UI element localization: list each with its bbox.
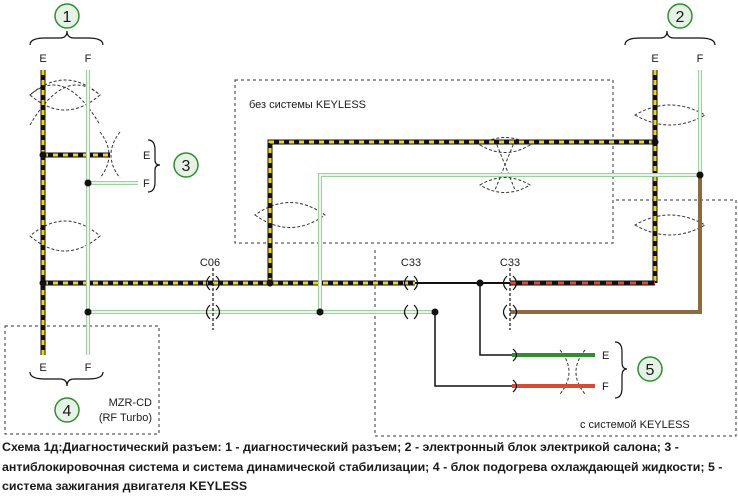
braces — [29, 30, 716, 399]
connector-symbols — [205, 268, 518, 393]
svg-text:3: 3 — [182, 158, 191, 175]
mzr-cd-label: MZR-CD — [109, 397, 152, 409]
callout-3: 3 — [173, 152, 199, 178]
keyless-branches — [434, 283, 512, 387]
callout-5: 5 — [637, 356, 663, 382]
connector-c33-label-1: C33 — [401, 257, 421, 269]
label-f-5: F — [602, 381, 609, 393]
rf-turbo-label: (RF Turbo) — [99, 412, 152, 424]
wire-e-black-yellow — [40, 70, 658, 355]
keyless-present-box — [374, 199, 737, 437]
label-e-1: E — [39, 53, 46, 65]
twisted-pair-symbols — [29, 79, 707, 395]
wire-brown — [510, 175, 702, 314]
connector-c06-label: C06 — [200, 257, 220, 269]
coolant-heater-box — [4, 325, 160, 435]
label-f-2: F — [697, 53, 704, 65]
label-e-3: E — [143, 150, 150, 162]
label-e-5: E — [602, 350, 609, 362]
svg-text:4: 4 — [63, 403, 72, 420]
callout-1: 1 — [54, 3, 80, 29]
callout-2: 2 — [667, 3, 693, 29]
with-keyless-label: с системой KEYLESS — [580, 419, 690, 431]
label-f-3: F — [143, 178, 150, 190]
svg-text:1: 1 — [63, 9, 72, 26]
label-e-4: E — [39, 362, 46, 374]
without-keyless-label: без системы KEYLESS — [249, 99, 366, 111]
svg-text:2: 2 — [676, 9, 685, 26]
label-f-1: F — [85, 53, 92, 65]
wire-f-green-white — [86, 70, 702, 355]
callout-4: 4 — [54, 397, 80, 423]
wire-letters: E F E F E F E F E F — [39, 53, 703, 393]
label-e-2: E — [651, 53, 658, 65]
label-f-4: F — [85, 362, 92, 374]
figure-caption: Схема 1д:Диагностический разъем: 1 - диа… — [2, 440, 723, 493]
keyless-absent-box — [234, 79, 614, 244]
svg-text:5: 5 — [646, 362, 655, 379]
connector-c33-label-2: C33 — [500, 257, 520, 269]
junction-dots — [39, 138, 704, 316]
